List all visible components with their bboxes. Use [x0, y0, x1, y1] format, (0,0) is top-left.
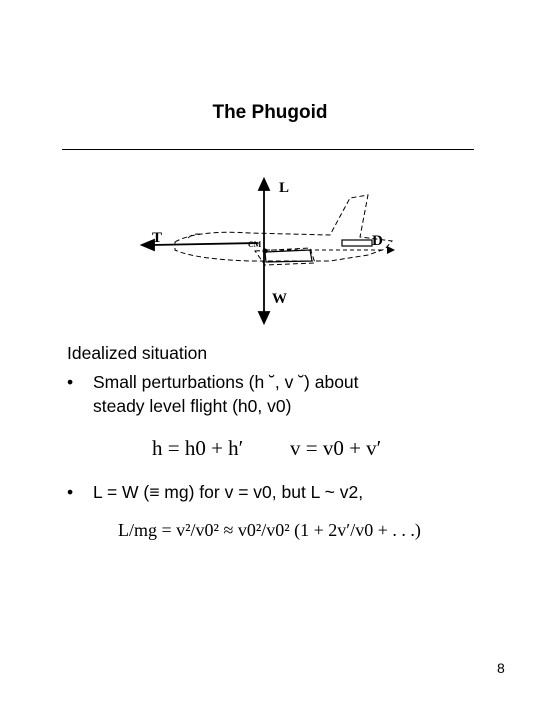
bullet-item-perturbations: • Small perturbations (h ˘, v ˘) about — [67, 370, 359, 394]
equation-h: h = h0 + h′ — [152, 436, 244, 460]
aircraft-force-diagram: L T D W CM — [139, 176, 395, 326]
tailplane — [341, 239, 373, 247]
bullet-text-line2: steady level flight (h0, v0) — [93, 396, 292, 416]
equation-lift-ratio: L/mg = v²/v0² ≈ v0²/v0² (1 + 2v′/v0 + . … — [118, 520, 421, 540]
bullet-item-lift: • L = W (≡ mg) for v = v0, but L ~ v2, — [67, 480, 363, 504]
drag-label: D — [372, 233, 383, 249]
title-divider — [62, 149, 474, 150]
thrust-label: T — [152, 230, 162, 246]
intro-text: Idealized situation — [67, 343, 208, 363]
equation-v: v = v0 + v′ — [290, 436, 382, 460]
bullet-text-line1: Small perturbations (h ˘, v ˘) about — [93, 372, 359, 392]
thrust-arrowhead — [139, 238, 155, 252]
engine-nacelle — [264, 249, 313, 263]
drag-arrowhead — [387, 246, 395, 254]
lift-label: L — [279, 180, 289, 196]
thrust-line — [151, 242, 259, 246]
weight-label: W — [272, 291, 287, 307]
slide-title: The Phugoid — [212, 102, 328, 123]
cm-label: CM — [248, 240, 262, 249]
lift-arrowhead — [257, 176, 271, 191]
weight-arrowhead — [257, 311, 271, 326]
cm-point — [262, 248, 268, 254]
bullet-text-lift: L = W (≡ mg) for v = v0, but L ~ v2, — [93, 482, 364, 502]
bullet-marker: • — [67, 372, 74, 392]
bullet-marker: • — [67, 482, 74, 502]
page-number: 8 — [497, 660, 505, 676]
aircraft-outline — [174, 194, 393, 266]
